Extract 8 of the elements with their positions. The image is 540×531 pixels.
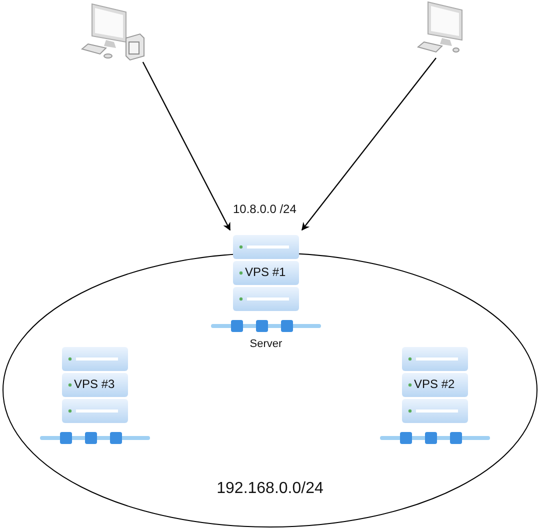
server-caption: Server bbox=[250, 338, 282, 350]
network-label: 192.168.0.0/24 bbox=[216, 480, 324, 498]
arrow bbox=[302, 58, 436, 231]
server-label: VPS #3 bbox=[74, 377, 115, 391]
server-label: VPS #2 bbox=[414, 377, 455, 391]
subnet-label: 10.8.0.0 /24 bbox=[233, 202, 296, 216]
server-label: VPS #1 bbox=[245, 265, 286, 279]
arrow bbox=[142, 62, 231, 231]
